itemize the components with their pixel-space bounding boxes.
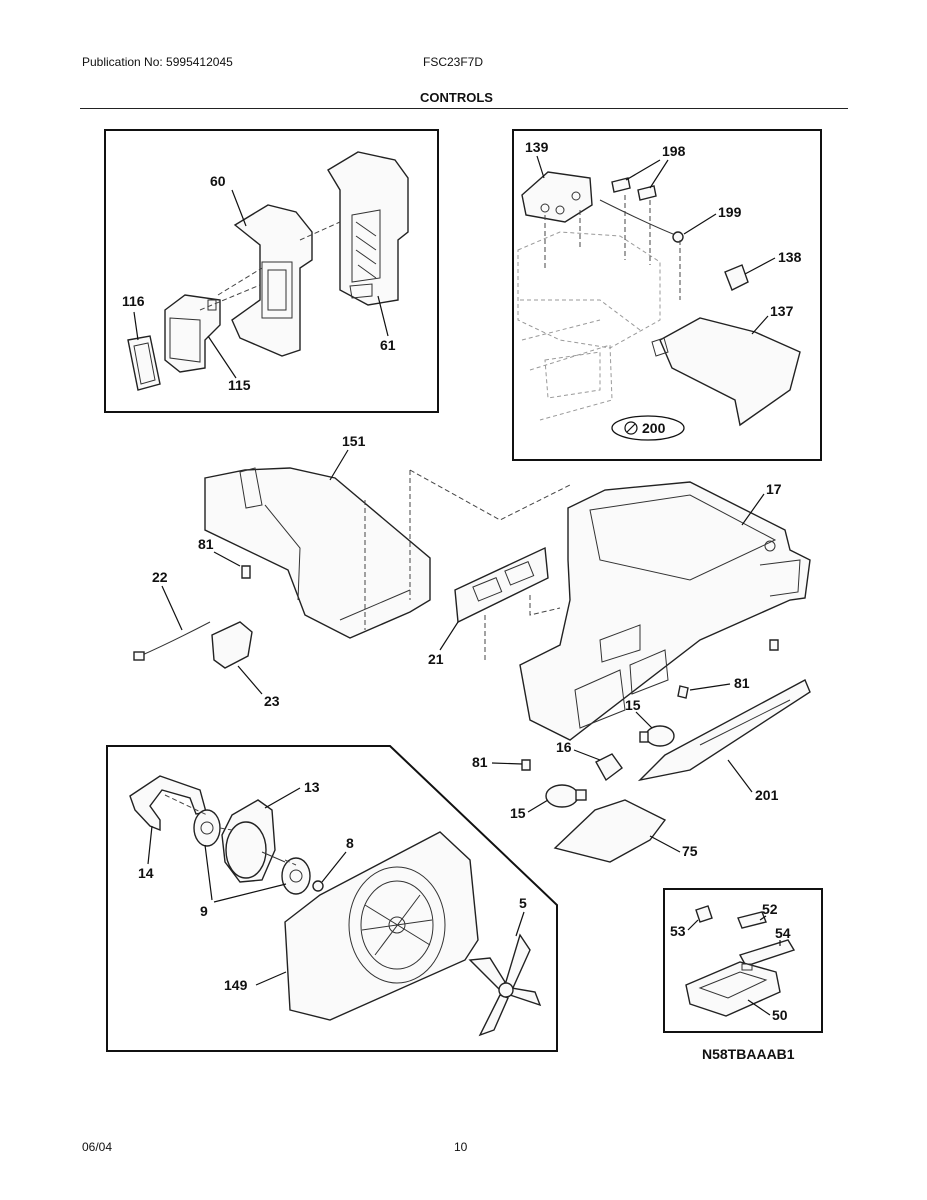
label-9: 9 <box>200 903 208 919</box>
part-149-fan-shroud <box>284 831 479 1021</box>
inset-frame-control-board <box>512 129 822 461</box>
part-116-gasket <box>127 335 161 391</box>
part-139-control <box>521 171 593 223</box>
part-81-screw <box>241 565 251 579</box>
part-61-housing <box>327 151 409 306</box>
label-53: 53 <box>670 923 686 939</box>
part-53-clip <box>695 905 713 923</box>
part-151-duct <box>204 467 431 639</box>
part-75-lens <box>553 799 667 863</box>
label-52: 52 <box>762 901 778 917</box>
label-138: 138 <box>778 249 802 265</box>
label-200: 200 <box>642 420 666 436</box>
label-16: 16 <box>556 739 572 755</box>
part-50-module <box>685 961 781 1017</box>
label-116: 116 <box>122 293 145 309</box>
part-137-cover <box>651 317 801 427</box>
part-23-cover <box>211 621 253 669</box>
label-151: 151 <box>342 433 366 449</box>
label-198: 198 <box>662 143 686 159</box>
label-5: 5 <box>519 895 527 911</box>
part-201-trim-panel <box>637 679 811 782</box>
label-54: 54 <box>775 925 791 941</box>
label-139: 139 <box>525 139 549 155</box>
part-22-sensor-cable <box>133 621 211 661</box>
label-115: 115 <box>228 377 251 393</box>
label-201: 201 <box>755 787 779 803</box>
label-15-b: 15 <box>510 805 526 821</box>
inset-frame-module <box>663 888 823 1033</box>
part-52-strip <box>737 911 767 929</box>
part-17-control-housing <box>519 481 811 741</box>
part-60-housing <box>231 204 313 357</box>
label-60: 60 <box>210 173 226 189</box>
label-23: 23 <box>264 693 280 709</box>
part-81-screw <box>677 685 689 699</box>
footer-date: 06/04 <box>82 1140 113 1154</box>
publication-number: Publication No: 5995412045 <box>82 55 233 69</box>
header-rule <box>80 108 848 109</box>
page-number: 10 <box>454 1140 468 1154</box>
label-17: 17 <box>766 481 782 497</box>
part-81-screw <box>521 759 531 771</box>
part-54-bracket <box>738 939 796 967</box>
label-81-b: 81 <box>734 675 750 691</box>
part-14-bracket <box>129 775 207 832</box>
drawing-code: N58TBAAAB1 <box>702 1046 795 1062</box>
label-81-c: 81 <box>472 754 488 770</box>
label-149: 149 <box>224 977 248 993</box>
part-5-fan-blade <box>468 933 542 1037</box>
label-61: 61 <box>380 337 396 353</box>
label-81-a: 81 <box>198 536 214 552</box>
part-198-connectors <box>611 177 657 201</box>
part-115-thermostat <box>164 294 221 373</box>
label-21: 21 <box>428 651 444 667</box>
part-21-display-board <box>454 546 549 624</box>
inset-frame-fan <box>106 745 558 1052</box>
label-75: 75 <box>682 843 698 859</box>
label-50: 50 <box>772 1007 788 1023</box>
inset-frame-damper <box>104 129 439 413</box>
ghost-housing <box>517 231 661 421</box>
label-199: 199 <box>718 204 742 220</box>
part-15-bulb <box>639 725 675 747</box>
label-14: 14 <box>138 865 154 881</box>
section-title: CONTROLS <box>420 90 493 105</box>
label-137: 137 <box>770 303 794 319</box>
kit-200-badge: 200 <box>611 415 685 441</box>
label-8: 8 <box>346 835 354 851</box>
part-199-harness <box>599 199 684 243</box>
part-81-screw <box>769 639 779 651</box>
part-9-gear <box>281 857 311 895</box>
part-16-socket <box>595 753 623 782</box>
part-8-washer <box>312 880 324 892</box>
label-15-a: 15 <box>625 697 641 713</box>
model-number: FSC23F7D <box>423 55 484 69</box>
label-13: 13 <box>304 779 320 795</box>
part-138-clip <box>724 264 749 291</box>
label-22: 22 <box>152 569 168 585</box>
part-13-motor <box>221 799 286 883</box>
part-15-bulb <box>545 784 587 808</box>
part-9-gear <box>193 809 221 847</box>
